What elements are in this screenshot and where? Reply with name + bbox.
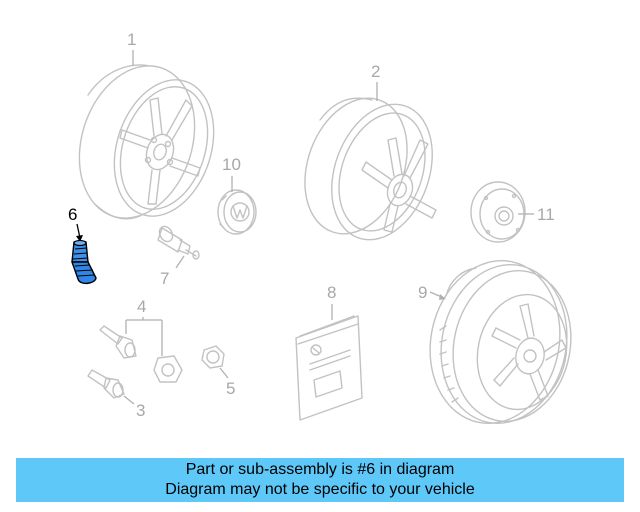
callout-3: 3 (123, 395, 145, 420)
callout-2-number: 2 (371, 62, 380, 81)
callout-2: 2 (371, 62, 380, 101)
callout-3-number: 3 (136, 401, 145, 420)
callout-7-number: 7 (160, 269, 169, 288)
callout-8-number: 8 (327, 283, 336, 302)
part-3-locking-bolt[interactable] (87, 369, 125, 399)
part-11-hub-cover[interactable] (470, 181, 526, 243)
part-1-alloy-wheel[interactable] (61, 51, 231, 233)
callout-1: 1 (127, 30, 136, 66)
callout-10: 10 (222, 155, 241, 192)
callout-11: 11 (518, 205, 555, 224)
callout-6: 6 (68, 205, 77, 224)
callout-8: 8 (327, 283, 336, 320)
part-7-valve-stem[interactable] (157, 224, 200, 260)
banner-line-2: Diagram may not be specific to your vehi… (165, 481, 475, 498)
part-2-alloy-wheel[interactable] (287, 84, 450, 254)
callout-1-number: 1 (127, 30, 136, 49)
part-4-wheel-bolts[interactable] (99, 325, 183, 383)
callout-6-number: 6 (68, 205, 77, 224)
callout-4-number: 4 (137, 297, 146, 316)
callout-10-number: 10 (222, 155, 241, 174)
part-6-wheel-stud[interactable] (71, 223, 97, 285)
part-8-info-card[interactable] (295, 315, 363, 421)
part-9-tire-assembly[interactable] (415, 248, 584, 435)
callout-4: 4 (125, 297, 163, 356)
callout-5-number: 5 (226, 379, 235, 398)
callout-11-number: 11 (537, 205, 555, 224)
part-10-center-cap[interactable] (217, 189, 257, 235)
callout-5: 5 (219, 367, 235, 398)
part-5-nut[interactable] (201, 345, 225, 369)
callout-7: 7 (160, 255, 185, 288)
banner-line-1: Part or sub-assembly is #6 in diagram (185, 461, 455, 478)
info-banner: Part or sub-assembly is #6 in diagram Di… (16, 458, 624, 502)
banner-background (16, 458, 624, 502)
callout-9: 9 (418, 283, 446, 302)
callout-9-number: 9 (418, 283, 427, 302)
